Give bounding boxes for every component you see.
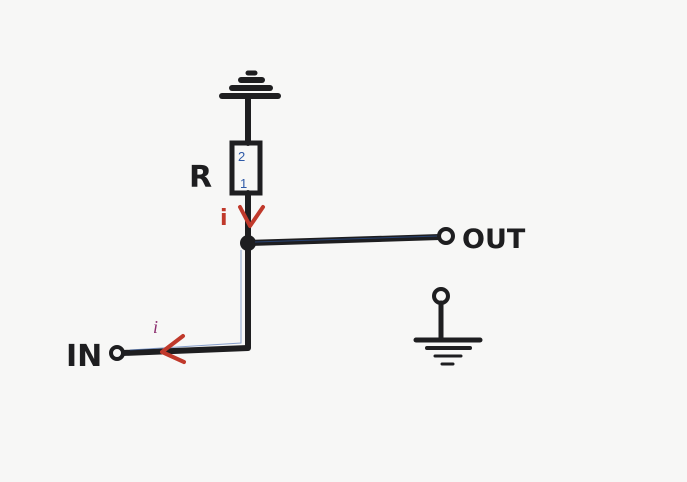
output-terminal bbox=[437, 227, 455, 245]
input-label: IN bbox=[66, 339, 102, 374]
resistor-pin-top: 2 bbox=[238, 149, 245, 164]
current-arrow-input-icon bbox=[160, 334, 186, 364]
current-label-input: i bbox=[153, 317, 158, 337]
output-label: OUT bbox=[462, 224, 526, 255]
current-arrow-resistor-icon bbox=[238, 205, 265, 228]
resistor-pin-bottom: 1 bbox=[240, 176, 247, 191]
top-ground-icon bbox=[219, 70, 281, 99]
wire-node-to-input bbox=[120, 240, 251, 356]
resistor-label: R bbox=[189, 160, 212, 195]
input-terminal bbox=[109, 345, 125, 361]
bottom-ground-icon bbox=[413, 337, 483, 366]
wire-node-to-output bbox=[245, 234, 443, 246]
current-label-resistor: i bbox=[220, 206, 228, 231]
